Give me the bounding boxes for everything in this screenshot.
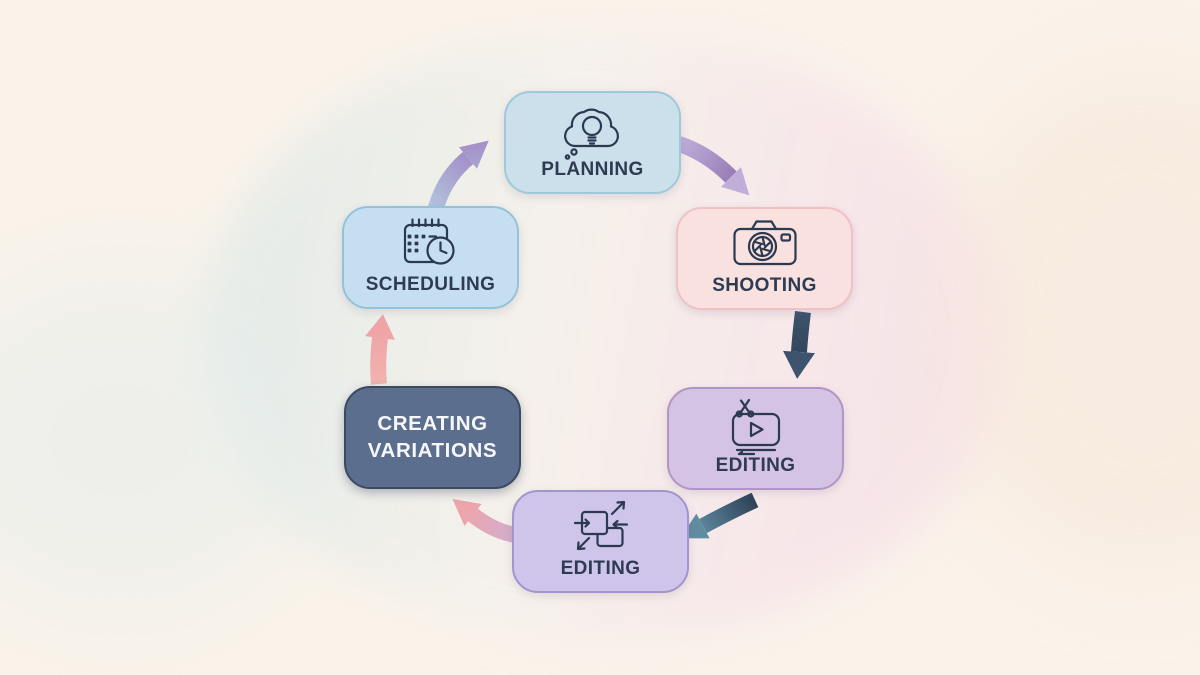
step-label: SHOOTING xyxy=(712,275,817,296)
arrow-planning-to-shooting-icon xyxy=(676,136,750,196)
step-editing-trim: EDITING xyxy=(667,387,844,490)
arrow-creating-variations-to-scheduling-icon xyxy=(365,314,395,385)
repurpose-arrows-icon xyxy=(573,500,628,551)
step-creating-variations: CREATING VARIATIONS xyxy=(344,386,521,489)
step-label: EDITING xyxy=(560,558,641,579)
step-scheduling: SCHEDULING xyxy=(342,206,519,309)
arrow-shooting-to-editing-icon xyxy=(783,311,815,379)
step-label: EDITING xyxy=(715,455,796,476)
calendar-clock-icon xyxy=(403,218,455,265)
step-label: CREATING VARIATIONS xyxy=(367,412,498,462)
lightbulb-thought-bubble-icon xyxy=(563,108,619,160)
step-label: SCHEDULING xyxy=(365,274,496,295)
step-planning: PLANNING xyxy=(504,91,681,194)
background-peach-blob xyxy=(930,60,1200,580)
video-scissors-icon xyxy=(731,398,780,456)
camera-icon xyxy=(732,220,797,266)
step-label: PLANNING xyxy=(541,159,644,180)
background-blue-blob xyxy=(0,260,320,620)
step-editing-repurpose: EDITING xyxy=(512,490,689,593)
step-shooting: SHOOTING xyxy=(676,207,853,310)
